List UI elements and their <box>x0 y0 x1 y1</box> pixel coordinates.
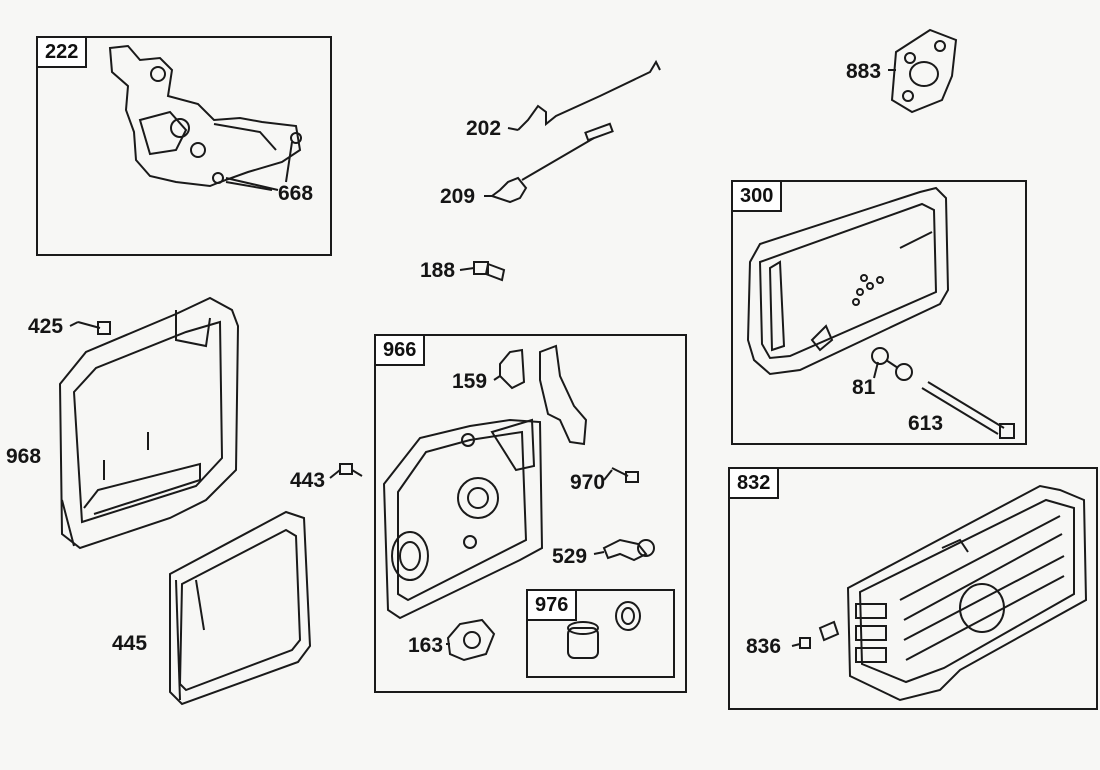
hose-529 <box>602 538 655 562</box>
label-968: 968 <box>6 445 42 468</box>
gasket-883 <box>890 28 958 114</box>
governor-link-202 <box>517 59 661 131</box>
label-163: 163 <box>408 634 444 657</box>
box-832: 832 <box>728 467 1098 710</box>
label-445: 445 <box>112 632 148 655</box>
box-222-tag: 222 <box>36 36 88 68</box>
label-81: 81 <box>852 376 876 399</box>
fitting-976 <box>567 601 641 659</box>
label-202: 202 <box>466 117 502 140</box>
label-883: 883 <box>846 60 882 83</box>
label-209: 209 <box>440 185 476 208</box>
box-976: 976 <box>526 589 675 678</box>
label-529: 529 <box>552 545 588 568</box>
bracket-assembly-222 <box>108 44 302 191</box>
label-836: 836 <box>746 635 782 658</box>
air-filter-445 <box>169 510 312 706</box>
box-976-tag: 976 <box>526 589 578 621</box>
label-159: 159 <box>452 370 488 393</box>
leader-lines <box>69 69 896 647</box>
bolt-425 <box>77 321 111 335</box>
box-300: 300 <box>731 180 1027 445</box>
box-222: 222 <box>36 36 332 256</box>
label-970: 970 <box>570 471 606 494</box>
label-188: 188 <box>420 259 456 282</box>
heat-shield-832 <box>846 484 1088 702</box>
screw-188 <box>473 261 506 282</box>
spring-209 <box>489 122 614 204</box>
air-cleaner-base-968 <box>58 296 240 550</box>
gasket-163 <box>446 618 496 662</box>
box-966: 966 <box>374 334 687 693</box>
label-425: 425 <box>28 315 64 338</box>
box-832-tag: 832 <box>728 467 780 499</box>
washer-81 <box>871 347 913 381</box>
bolt-613 <box>921 381 1015 439</box>
screw-836 <box>799 620 840 649</box>
screw-970 <box>611 467 639 483</box>
box-300-tag: 300 <box>731 180 783 212</box>
label-613: 613 <box>908 412 944 435</box>
carb-plate-966 <box>382 418 544 620</box>
muffler-300 <box>746 186 950 376</box>
bolt-443 <box>339 463 363 477</box>
label-443: 443 <box>290 469 326 492</box>
box-966-tag: 966 <box>374 334 426 366</box>
bracket-159 <box>499 344 588 446</box>
label-668: 668 <box>278 182 314 205</box>
